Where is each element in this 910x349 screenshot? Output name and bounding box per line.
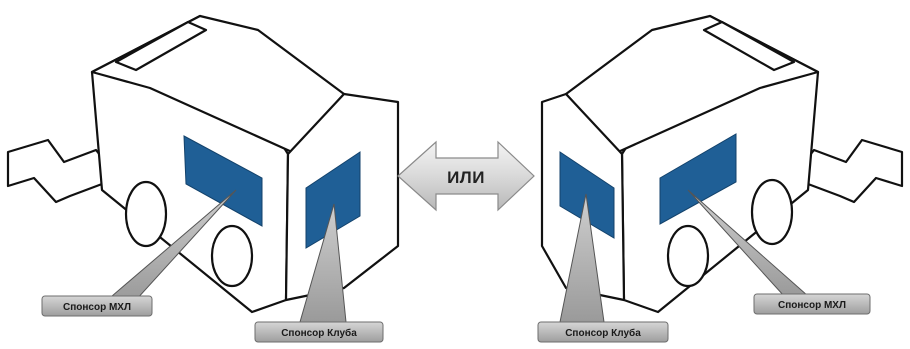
left-wheel-rear: [124, 180, 168, 248]
right-front-sponsor-panel: [559, 151, 615, 239]
right-roof-rack: [702, 20, 796, 72]
center-arrow-label: ИЛИ: [447, 168, 485, 187]
right-side-label-box: Спонсор МХЛ: [753, 293, 871, 315]
left-roof-rack: [114, 20, 208, 72]
right-side-label: Спонсор МХЛ: [778, 300, 846, 311]
left-front-label: Спонсор Клуба: [281, 327, 357, 339]
right-wheel-rear: [750, 178, 794, 246]
right-wheel-front: [666, 224, 710, 288]
left-wheel-front: [210, 224, 254, 288]
left-side-sponsor-panel: [183, 135, 263, 227]
left-side-label-box: Спонсор МХЛ: [41, 295, 153, 317]
left-front-label-box: Спонсор Клуба: [254, 321, 384, 343]
left-front-sponsor-panel: [305, 151, 361, 249]
right-front-label-box: Спонсор Клуба: [537, 321, 669, 343]
right-side-sponsor-panel: [659, 133, 737, 225]
left-side-label: Спонсор МХЛ: [63, 302, 131, 313]
right-rear-bumper: [790, 138, 904, 204]
right-front-label: Спонсор Клуба: [565, 327, 641, 339]
center-double-arrow: ИЛИ: [397, 140, 535, 212]
left-rear-bumper: [6, 138, 120, 204]
